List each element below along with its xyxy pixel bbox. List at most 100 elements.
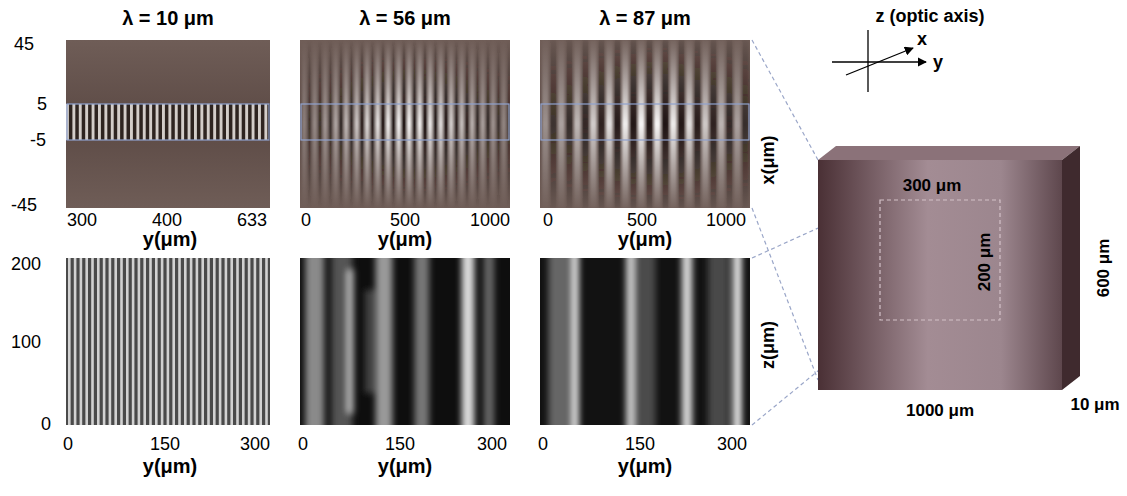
box-top-face xyxy=(818,146,1080,160)
fringe xyxy=(161,258,164,425)
fringe-dark xyxy=(630,40,637,208)
fringe xyxy=(98,104,101,140)
intensity-band xyxy=(365,290,373,393)
fringe xyxy=(622,40,629,208)
fringe-dark xyxy=(486,40,490,208)
tick-label: 0 xyxy=(301,211,311,229)
fringe xyxy=(428,40,432,208)
fringe xyxy=(407,40,411,208)
fringe xyxy=(558,40,565,208)
fringe xyxy=(178,258,181,425)
fringe xyxy=(196,258,199,425)
tick-label: 0 xyxy=(538,435,548,453)
fringe xyxy=(111,104,114,140)
fringe xyxy=(344,40,348,208)
tick-label: 1000 xyxy=(470,211,510,229)
fringe-group xyxy=(66,104,267,140)
intensity-band xyxy=(305,258,324,425)
fringe xyxy=(245,104,248,140)
panel-title: λ = 56 μm xyxy=(359,8,451,28)
tick-label: 400 xyxy=(152,211,182,229)
fringe xyxy=(200,104,203,140)
fringe xyxy=(162,104,165,140)
fringe xyxy=(184,258,187,425)
fringe xyxy=(155,258,158,425)
axis-label: x xyxy=(917,30,927,48)
intensity-band xyxy=(708,258,729,425)
fringe xyxy=(439,40,443,208)
fringe-dark xyxy=(349,40,353,208)
fringe xyxy=(242,258,245,425)
fringe xyxy=(302,40,306,208)
fringe xyxy=(109,258,112,425)
fringe-dark xyxy=(328,40,332,208)
fringe xyxy=(181,104,184,140)
fringe xyxy=(225,258,228,425)
fringe-dark xyxy=(423,40,427,208)
dimension-label: 600 μm xyxy=(1095,239,1112,298)
fringe xyxy=(502,40,506,208)
fringe-dark xyxy=(566,40,573,208)
fringe xyxy=(124,104,127,140)
intensity-band xyxy=(626,258,634,425)
tick-label: 300 xyxy=(717,435,747,453)
axis-title: y(μm) xyxy=(378,456,432,476)
intensity-band xyxy=(347,270,353,413)
dimension-label: 10 μm xyxy=(1070,396,1119,413)
intensity-band xyxy=(682,258,693,425)
fringe-band xyxy=(66,104,270,140)
panel-title: λ = 10 μm xyxy=(122,8,214,28)
axis-title: x(μm) xyxy=(759,135,777,184)
fringe xyxy=(418,40,422,208)
fringe-dark xyxy=(402,40,406,208)
field-panel xyxy=(66,40,270,208)
fringe xyxy=(239,104,242,140)
fringe xyxy=(449,40,453,208)
fringe xyxy=(114,258,117,425)
fringe xyxy=(120,258,123,425)
panel-title: λ = 87 μm xyxy=(599,8,691,28)
axis-title: z(μm) xyxy=(759,321,777,369)
dimension-label: 300 μm xyxy=(903,177,962,194)
intensity-band xyxy=(573,258,579,425)
band-group xyxy=(305,258,494,425)
fringe-dark xyxy=(381,40,385,208)
tick-label: 1000 xyxy=(706,211,746,229)
fringe-dark xyxy=(318,40,322,208)
tick-label: 500 xyxy=(390,211,420,229)
z-axis xyxy=(867,30,868,92)
tick-label: 150 xyxy=(385,435,415,453)
x-axis xyxy=(846,48,913,75)
tick-label: 5 xyxy=(37,95,47,113)
fringe xyxy=(207,258,210,425)
fringe-dark xyxy=(496,40,500,208)
fringe xyxy=(130,104,133,140)
highlight-strip xyxy=(301,104,509,140)
fringe xyxy=(126,258,129,425)
tick-label: 0 xyxy=(63,435,73,453)
tick-label: 0 xyxy=(543,211,553,229)
intensity-band xyxy=(376,258,393,425)
fringe-dark xyxy=(465,40,469,208)
axis-title: y(μm) xyxy=(618,229,672,249)
fringe xyxy=(334,40,338,208)
panel-ground xyxy=(300,40,510,208)
fringe xyxy=(220,104,223,140)
fringe xyxy=(138,258,141,425)
fringe xyxy=(258,104,261,140)
tick-label: 300 xyxy=(240,435,270,453)
fringe xyxy=(104,104,107,140)
fringe xyxy=(68,258,71,425)
fringe xyxy=(252,104,255,140)
fringe xyxy=(207,104,210,140)
fringe xyxy=(156,104,159,140)
fringe xyxy=(80,258,83,425)
tick-label: -5 xyxy=(30,131,46,149)
fringe xyxy=(365,40,369,208)
fringe xyxy=(226,104,229,140)
fringe-dark xyxy=(475,40,479,208)
fringe-group xyxy=(68,258,270,425)
fringe xyxy=(654,40,661,208)
fringe xyxy=(265,258,268,425)
